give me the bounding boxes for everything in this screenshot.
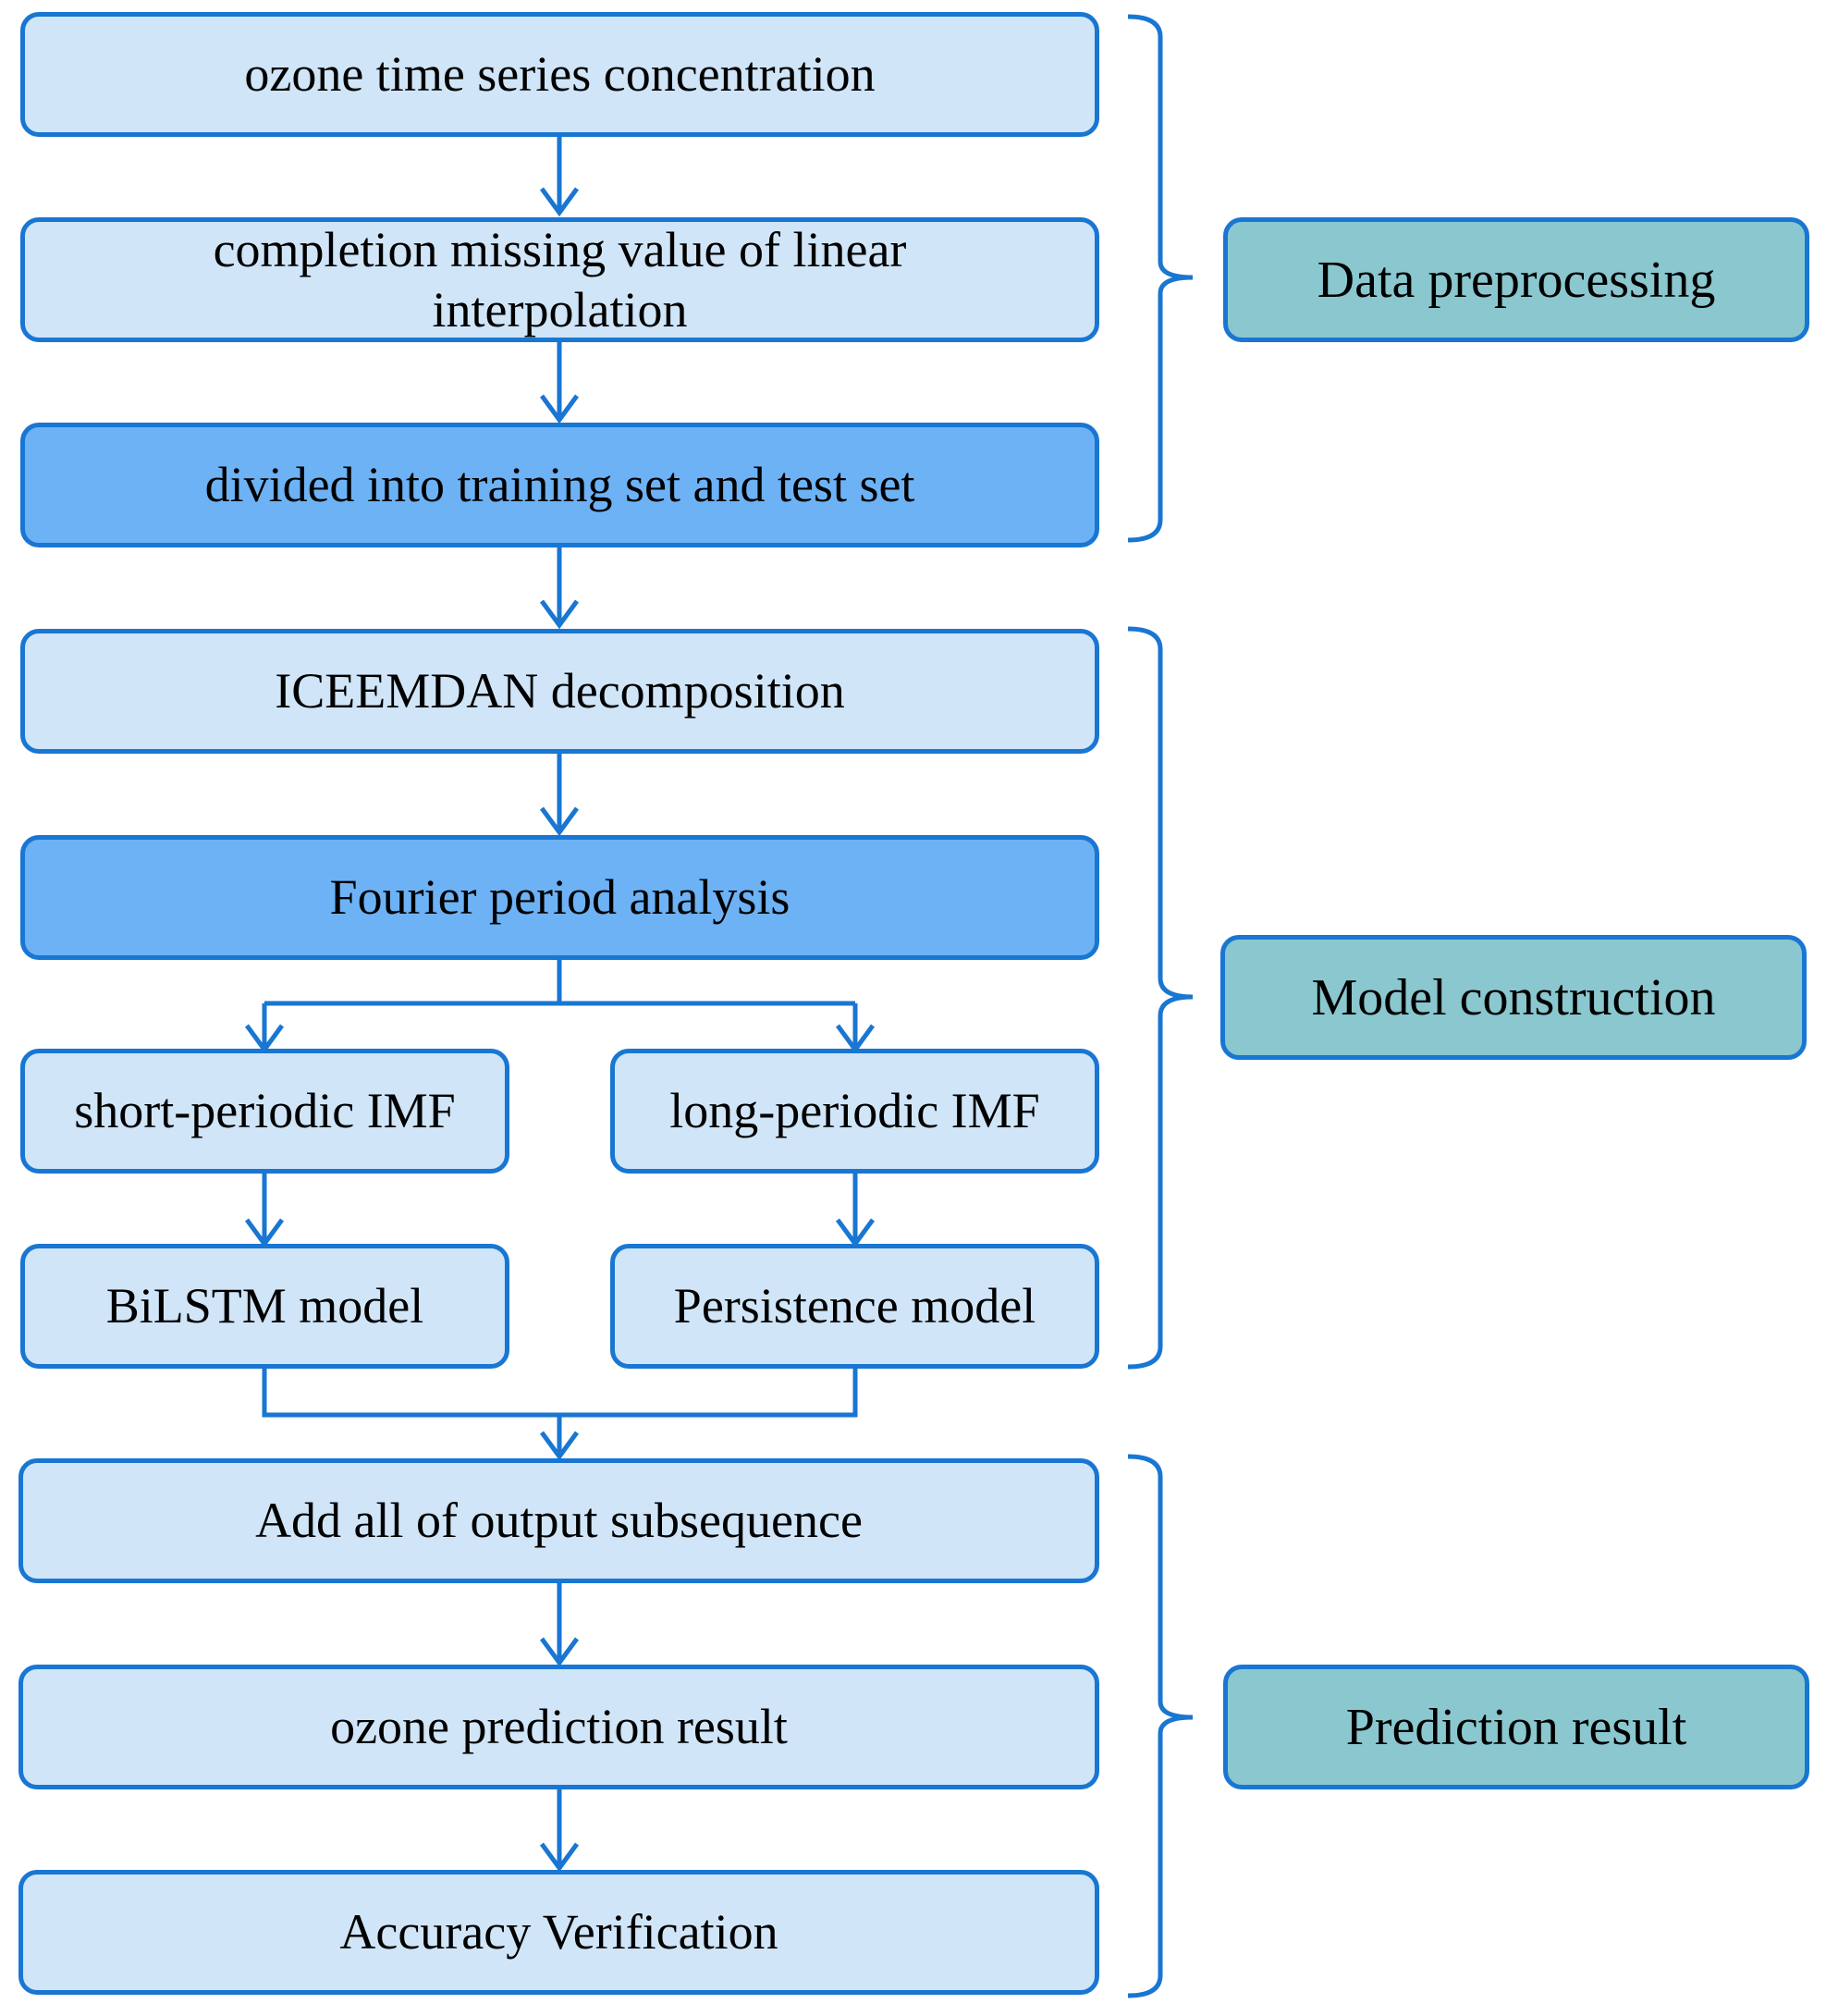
brace-data-preprocessing (1127, 14, 1194, 543)
stage-data-preprocessing: Data preprocessing (1223, 217, 1809, 342)
step-persistence-model: Persistence model (610, 1244, 1099, 1369)
arrowhead (539, 187, 580, 217)
step-fourier-period-analysis: Fourier period analysis (20, 835, 1099, 960)
stage-prediction-result: Prediction result (1223, 1665, 1809, 1789)
stage-label: Data preprocessing (1317, 251, 1716, 309)
arrow-models-merge (262, 1369, 858, 1455)
step-bilstm-model: BiLSTM model (20, 1244, 509, 1369)
step-add-output-subsequence: Add all of output subsequence (18, 1458, 1099, 1583)
step-label: short-periodic IMF (74, 1083, 456, 1139)
step-label: ozone time series concentration (244, 46, 876, 103)
step-label: divided into training set and test set (204, 457, 915, 513)
arrow-fourier-split (262, 960, 858, 1048)
step-label: ozone prediction result (330, 1699, 788, 1755)
step-label: Fourier period analysis (329, 869, 790, 926)
brace-prediction-result (1127, 1454, 1194, 1998)
arrowhead (539, 1637, 580, 1667)
arrowhead (539, 806, 580, 837)
step-iceemdan-decomposition: ICEEMDAN decomposition (20, 629, 1099, 754)
step-long-periodic-imf: long-periodic IMF (610, 1049, 1099, 1174)
step-label: completion missing value of linear inter… (213, 221, 907, 338)
step-label: Accuracy Verification (339, 1904, 778, 1961)
stage-model-construction: Model construction (1220, 935, 1807, 1060)
step-accuracy-verification: Accuracy Verification (18, 1870, 1099, 1995)
step-short-periodic-imf: short-periodic IMF (20, 1049, 509, 1174)
arrowhead (539, 394, 580, 424)
step-ozone-time-series: ozone time series concentration (20, 12, 1099, 137)
step-ozone-prediction-result: ozone prediction result (18, 1665, 1099, 1789)
step-label: Add all of output subsequence (255, 1493, 863, 1549)
arrowhead (539, 599, 580, 630)
stage-label: Model construction (1311, 968, 1716, 1026)
step-label: Persistence model (673, 1278, 1036, 1334)
step-divided-train-test: divided into training set and test set (20, 423, 1099, 547)
step-label: long-periodic IMF (669, 1083, 1040, 1139)
arrowhead (539, 1842, 580, 1873)
stage-label: Prediction result (1345, 1698, 1687, 1756)
step-label: ICEEMDAN decomposition (275, 663, 845, 719)
arrowhead (539, 1431, 580, 1461)
brace-model-construction (1127, 626, 1194, 1370)
step-completion-missing-value: completion missing value of linear inter… (20, 217, 1099, 342)
step-label: BiLSTM model (105, 1278, 424, 1334)
